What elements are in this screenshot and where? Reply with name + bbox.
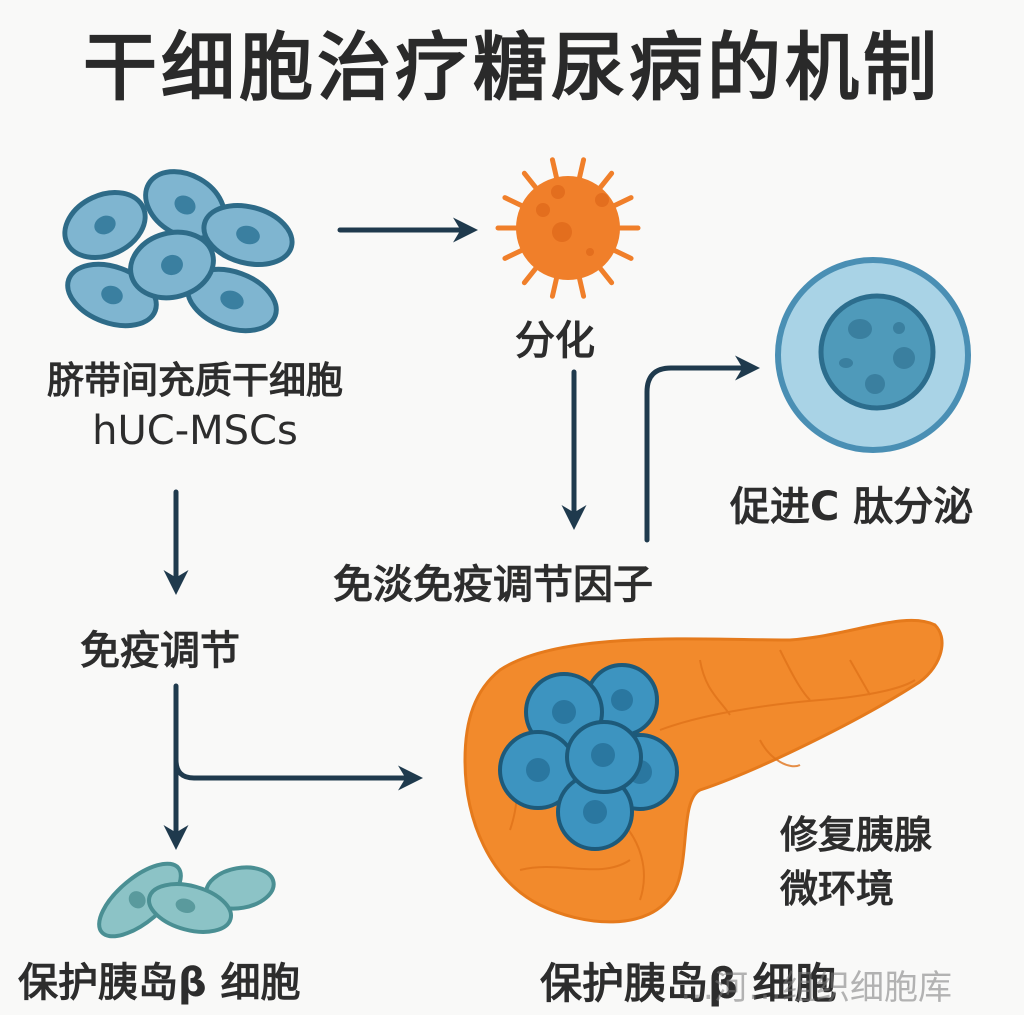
secreting-cell-icon bbox=[775, 257, 971, 453]
pancreas-repair-label: 修复胰腺 微环境 bbox=[780, 808, 932, 916]
differentiation-label: 分化 bbox=[515, 318, 595, 364]
cell-spike bbox=[576, 274, 587, 299]
protect-beta-left-label: 保护胰岛β 细胞 bbox=[18, 960, 301, 1006]
differentiated-cell-icon bbox=[495, 157, 641, 299]
pancreas-repair-line1: 修复胰腺 bbox=[780, 813, 933, 857]
cpeptide-label: 促进C 肽分泌 bbox=[730, 484, 974, 530]
cell-spike bbox=[610, 195, 634, 209]
watermark: …河…组织细胞库 bbox=[680, 968, 952, 1008]
pancreas-with-islet-icon bbox=[463, 618, 944, 924]
cell-spike bbox=[521, 170, 540, 192]
mesenchymal-stem-cells-icon bbox=[62, 169, 295, 334]
cell-spike bbox=[610, 247, 634, 261]
cell-spike bbox=[521, 264, 540, 286]
stem-cell-label: 脐带间充质干细胞 hUC-MSCs bbox=[10, 356, 380, 456]
beta-cells-icon bbox=[97, 861, 276, 939]
arrow-to-cpeptide bbox=[644, 355, 760, 543]
protect-beta-right-label: 保护胰岛β 细胞 bbox=[540, 959, 837, 1008]
cell-spike bbox=[549, 274, 560, 299]
cell-spike bbox=[596, 264, 615, 286]
page-title: 干细胞治疗糖尿病的机制 bbox=[83, 25, 941, 111]
immune-regulation-label: 免疫调节 bbox=[80, 628, 240, 674]
cell-spike bbox=[576, 157, 587, 182]
cell-spike bbox=[549, 157, 560, 182]
cell-spike bbox=[596, 170, 615, 192]
stem-cell-abbrev: hUC-MSCs bbox=[92, 408, 298, 454]
arrow-to-pancreas bbox=[173, 757, 423, 791]
cell-spike bbox=[502, 247, 526, 261]
cell-spike bbox=[502, 195, 526, 209]
pancreas-repair-line2: 微环境 bbox=[780, 867, 895, 911]
immune-factor-label: 免淡免疫调节因子 bbox=[333, 562, 653, 608]
stem-cell-name: 脐带间充质干细胞 bbox=[47, 359, 343, 402]
